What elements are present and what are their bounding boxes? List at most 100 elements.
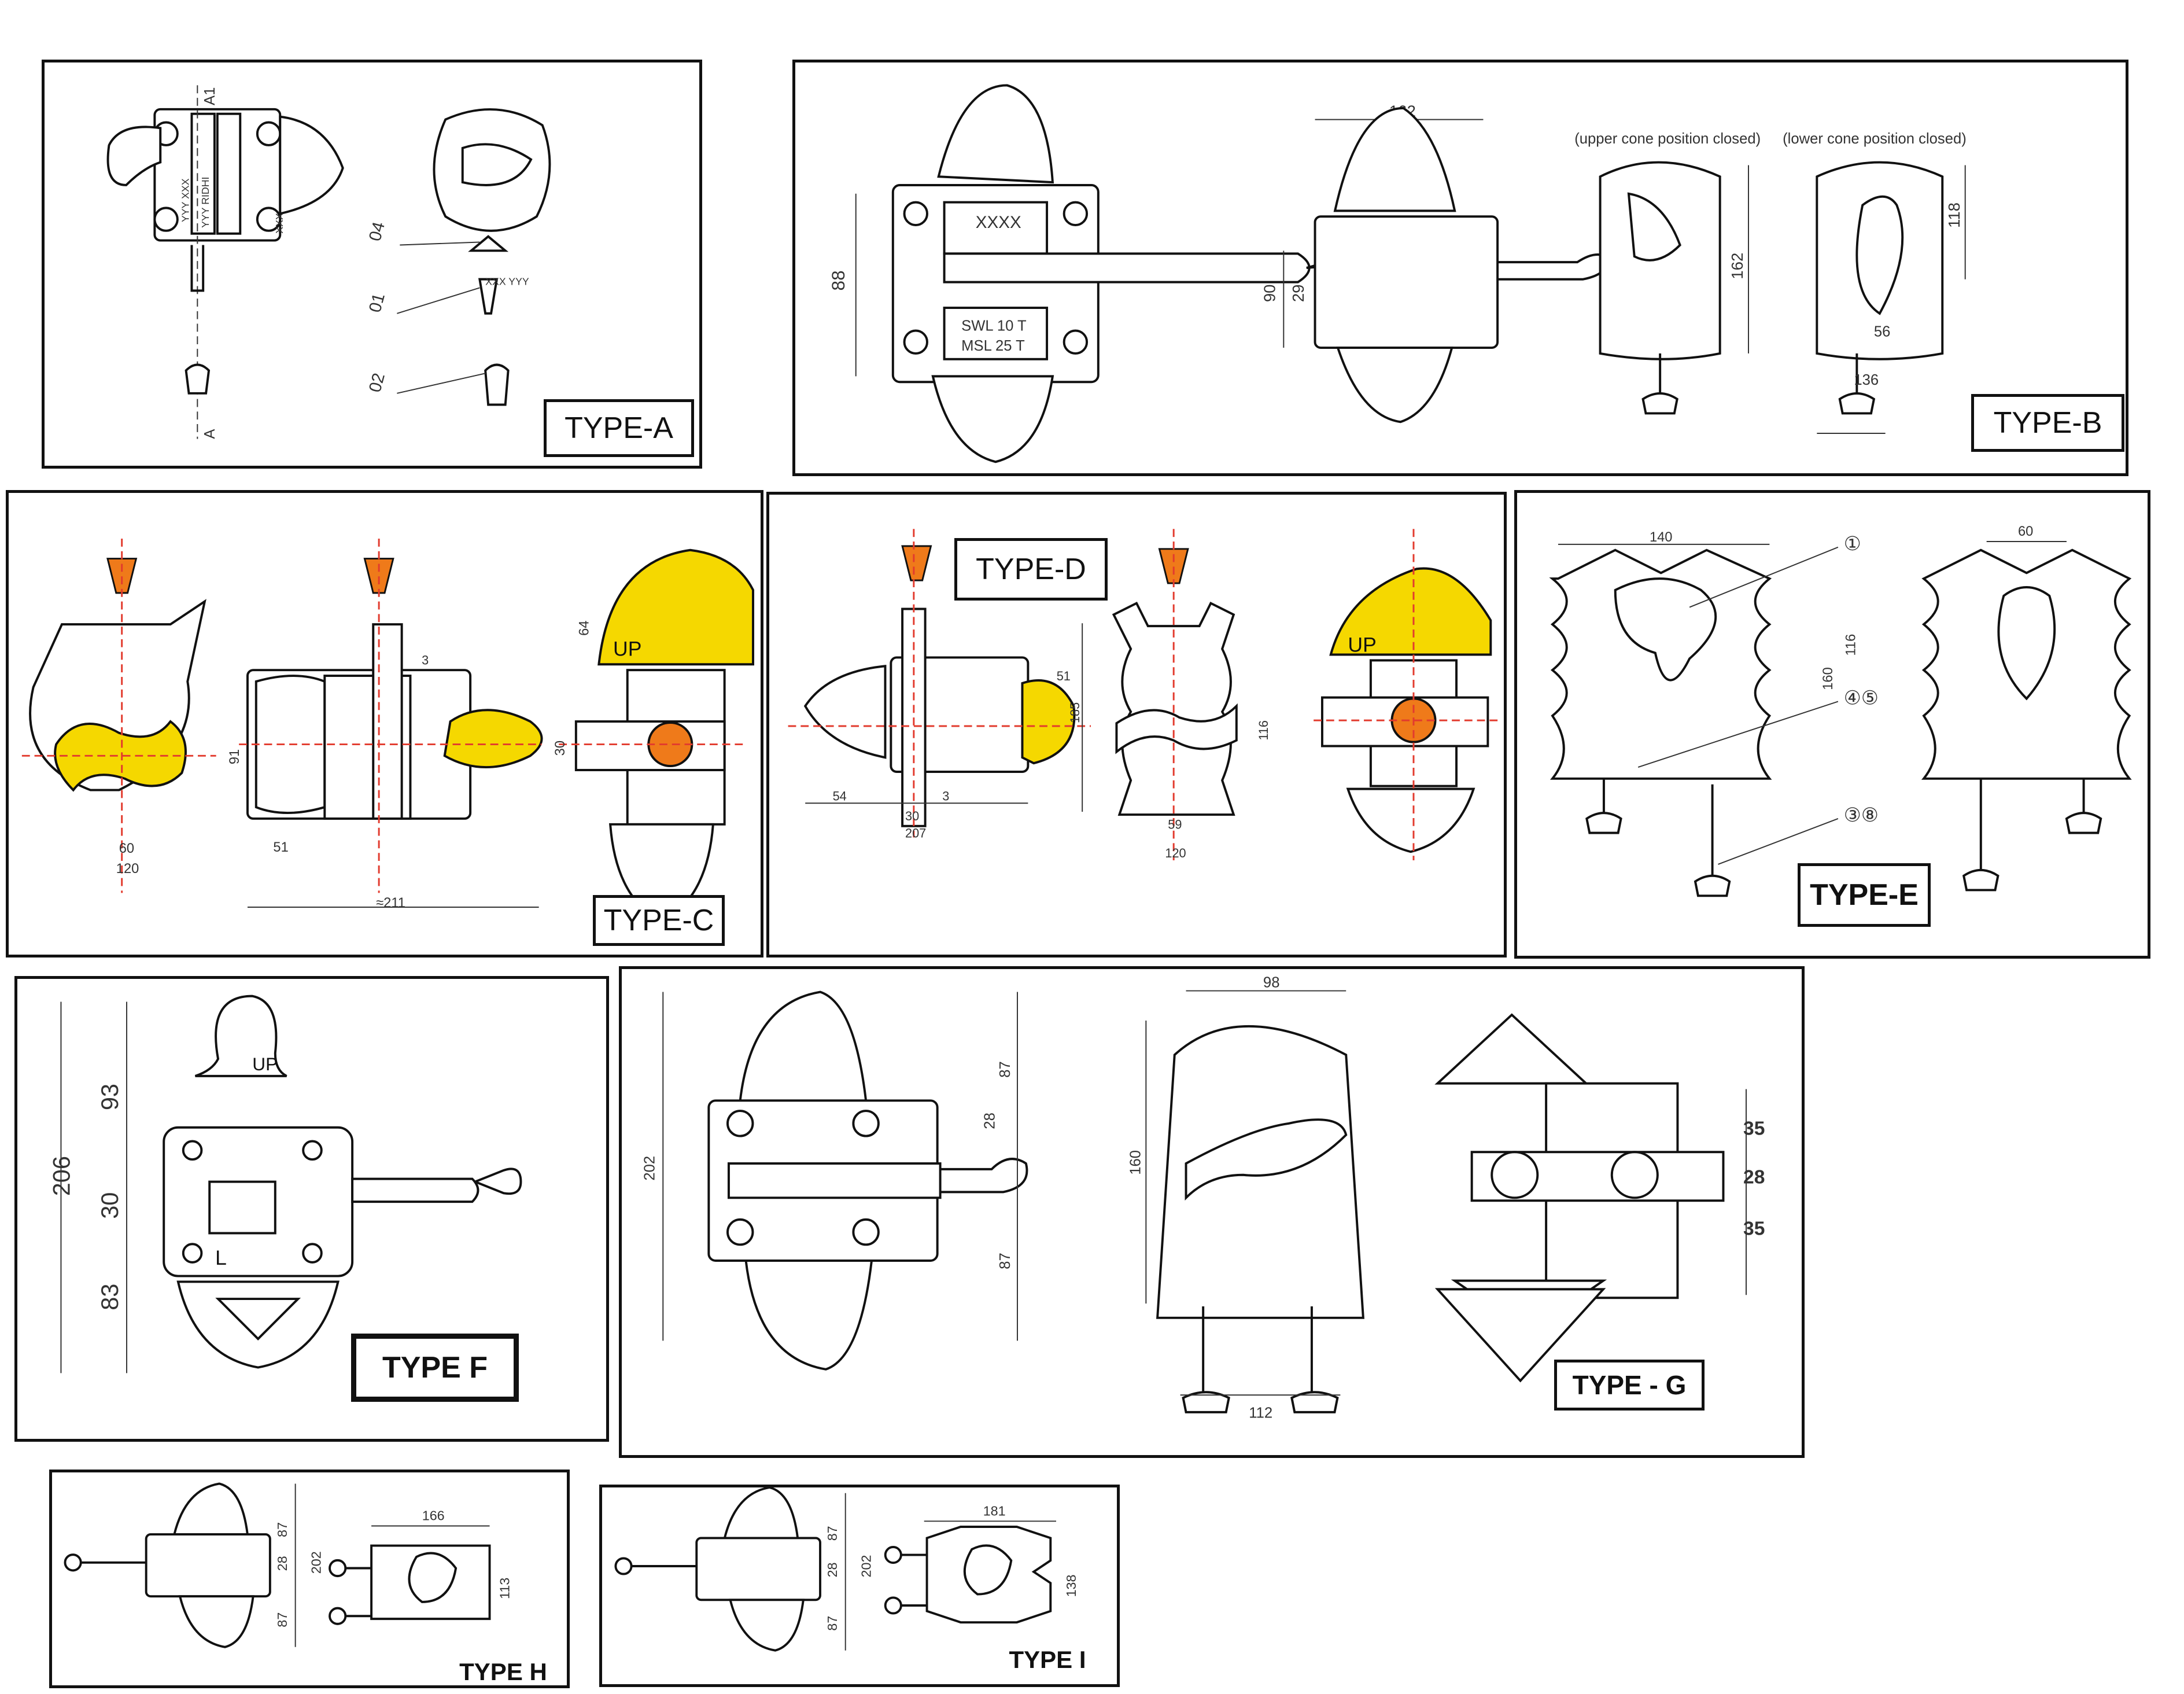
drawing-type-g: 202 87 28 87 98 160 112 35 28 35 (641, 975, 1765, 1422)
type-i-label: TYPE I (1009, 1646, 1086, 1673)
dim-35-bottom: 35 (1743, 1218, 1765, 1240)
dim-56: 56 (1874, 323, 1891, 340)
dim-60: 60 (2018, 524, 2033, 539)
dim-3: 3 (422, 653, 429, 667)
dim-112: 112 (1249, 1405, 1272, 1422)
note-upper-cone: (upper cone position closed) (1574, 131, 1761, 147)
plate-msl: MSL 25 T (961, 338, 1025, 354)
dim-87-top: 87 (997, 1061, 1013, 1078)
dim-28: 28 (982, 1113, 998, 1129)
callout-38: ③⑧ (1844, 805, 1879, 826)
dim-88: 88 (828, 270, 848, 290)
dim-202: 202 (308, 1551, 323, 1574)
dim-93: 93 (96, 1084, 123, 1110)
dim-91: 91 (227, 749, 242, 764)
dim-113: 113 (497, 1578, 512, 1599)
callout-1: ① (1844, 533, 1861, 555)
drawing-type-c: 60 120 91 51 3 ≈211 UP 64 30 (21, 539, 754, 923)
callout-45: ④⑤ (1844, 687, 1879, 709)
dim-211: ≈211 (376, 896, 405, 911)
mark-a: A (202, 429, 218, 439)
dim-120: 120 (1165, 846, 1186, 860)
plate-swl: SWL 10 T (961, 318, 1027, 334)
dim-181: 181 (983, 1504, 1006, 1519)
dim-160: 160 (1127, 1150, 1143, 1175)
panel-type-i: 87 28 87 202 181 138 TYPE I (599, 1485, 1120, 1687)
dim-87-top: 87 (825, 1526, 840, 1541)
drawing-type-e: 140 116 160 ① ④⑤ ③⑧ 60 (1549, 524, 2132, 897)
type-d-label: TYPE-D (954, 538, 1108, 601)
panel-type-b: XXXX SWL 10 T MSL 25 T 88 162 90 29 (upp… (792, 60, 2128, 476)
dim-28: 28 (275, 1556, 290, 1571)
dim-202: 202 (641, 1156, 658, 1181)
panel-type-c: 60 120 91 51 3 ≈211 UP 64 30 TYPE-C (6, 490, 763, 958)
dim-166: 166 (422, 1508, 445, 1523)
drawing-type-i: 87 28 87 202 181 138 (614, 1487, 1079, 1652)
dim-118: 118 (1945, 202, 1963, 228)
mark-xxxx: XXXX (976, 213, 1021, 232)
dim-87-bottom: 87 (275, 1612, 290, 1627)
type-h-label: TYPE H (459, 1658, 547, 1685)
dim-64: 64 (577, 621, 592, 636)
type-c-label: TYPE-C (593, 895, 725, 946)
dim-162-side: 162 (1728, 253, 1746, 279)
type-e-label: TYPE-E (1798, 863, 1931, 927)
dim-83: 83 (96, 1284, 123, 1310)
dim-30: 30 (905, 809, 919, 823)
up-mark-f: UP (252, 1054, 278, 1074)
dim-29: 29 (1289, 284, 1307, 302)
dim-28-g: 28 (1743, 1167, 1765, 1188)
drawing-type-a: 04 01 02 A1 A YYY XXX YYY RIDHI XXX XXX … (106, 85, 551, 439)
mark-ridhi: YYY RIDHI (200, 177, 211, 228)
drawing-type-b: XXXX SWL 10 T MSL 25 T 88 162 90 29 (upp… (828, 84, 1967, 463)
dim-202: 202 (858, 1555, 873, 1578)
mark-l: L (215, 1246, 227, 1269)
dim-120: 120 (116, 861, 139, 877)
dim-51: 51 (273, 840, 288, 855)
dim-30: 30 (96, 1192, 123, 1219)
mark-a1: A1 (202, 87, 218, 105)
dim-185: 185 (1068, 702, 1082, 723)
dim-54: 54 (833, 789, 847, 803)
dim-87-bottom: 87 (825, 1616, 840, 1631)
callout-04: 04 (366, 220, 389, 243)
dim-140: 140 (1650, 530, 1673, 545)
dim-116: 116 (1256, 720, 1271, 741)
dim-28: 28 (825, 1563, 840, 1578)
panel-type-e: 140 116 160 ① ④⑤ ③⑧ 60 TYPE-E (1514, 490, 2150, 959)
dim-59: 59 (1168, 817, 1182, 832)
drawing-type-f: 206 93 30 83 UP L (47, 995, 522, 1373)
dim-30: 30 (553, 741, 568, 756)
mark-yyy-xxx: YYY XXX (180, 178, 191, 222)
dim-35-top: 35 (1743, 1118, 1765, 1140)
dim-160: 160 (1821, 667, 1836, 690)
up-mark-d: UP (1348, 634, 1376, 657)
dim-206: 206 (47, 1156, 75, 1196)
type-f-label: TYPE F (351, 1334, 519, 1402)
dim-98: 98 (1263, 975, 1280, 991)
dim-60: 60 (119, 841, 134, 856)
panel-type-a: 04 01 02 A1 A YYY XXX YYY RIDHI XXX XXX … (42, 60, 702, 469)
drawing-type-h: 87 28 87 202 166 113 (64, 1482, 512, 1648)
dim-116: 116 (1844, 634, 1859, 656)
dim-207: 207 (905, 826, 926, 841)
dim-136: 136 (1854, 372, 1879, 388)
dim-138: 138 (1064, 1575, 1079, 1597)
panel-type-h: 87 28 87 202 166 113 TYPE H (49, 1470, 570, 1688)
callout-01: 01 (366, 291, 389, 314)
mark-xxx-yyy: XXX YYY (485, 275, 529, 287)
dim-51: 51 (1057, 669, 1071, 683)
mark-xxx: XXX (274, 213, 285, 234)
note-lower-cone: (lower cone position closed) (1783, 131, 1967, 147)
type-g-label: TYPE - G (1554, 1360, 1705, 1411)
type-a-label: TYPE-A (544, 399, 694, 457)
dim-87-top: 87 (275, 1522, 290, 1537)
dim-3: 3 (942, 789, 949, 803)
type-b-label: TYPE-B (1971, 394, 2124, 452)
panel-type-g: 202 87 28 87 98 160 112 35 28 35 TYPE - … (619, 966, 1805, 1458)
dim-87-bottom: 87 (997, 1253, 1013, 1269)
drawing-type-d: 54 30 207 3 51 185 116 59 120 UP (788, 529, 1500, 860)
panel-type-f: 206 93 30 83 UP L TYPE F (14, 976, 609, 1442)
up-mark-c: UP (613, 637, 641, 660)
panel-type-d: 54 30 207 3 51 185 116 59 120 UP TYPE-D (766, 492, 1507, 958)
